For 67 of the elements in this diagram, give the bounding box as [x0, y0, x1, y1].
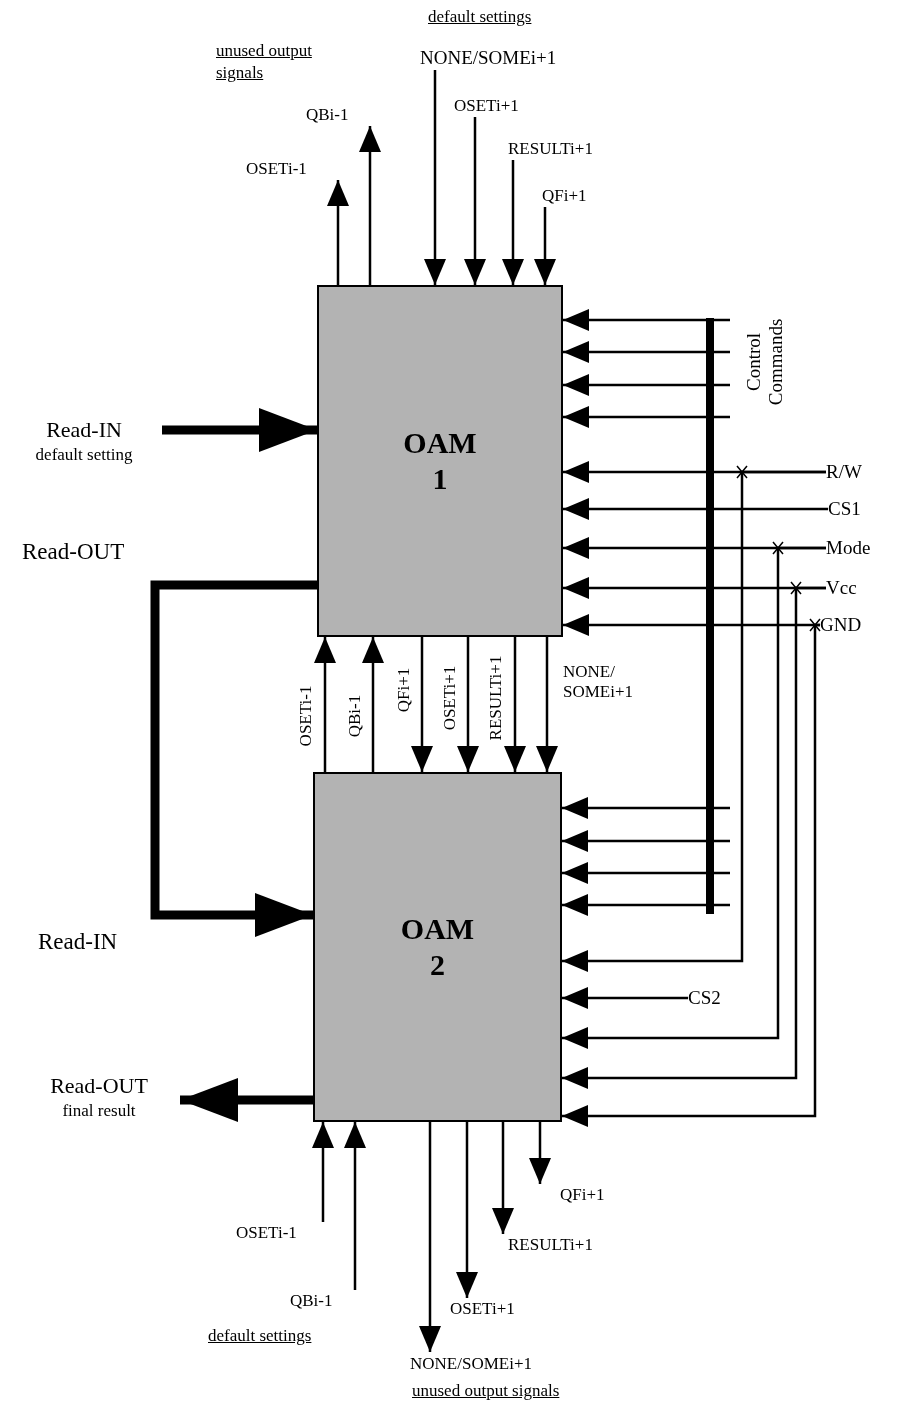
arrow	[419, 1122, 441, 1352]
arrow	[502, 160, 524, 285]
signal-label: OSETi-1	[236, 1222, 314, 1244]
arrow	[562, 470, 826, 972]
port-label: Read-IN	[38, 928, 119, 956]
arrow	[529, 1122, 551, 1184]
signal-label: OSETi+1	[450, 1298, 540, 1320]
arrow	[344, 1122, 366, 1290]
section-heading: unused output signals	[412, 1380, 561, 1402]
arrow	[492, 1122, 514, 1234]
arrow	[562, 623, 821, 1127]
port-label: Read-OUT	[49, 1072, 149, 1100]
arrow	[563, 498, 828, 520]
bus-bar	[706, 318, 714, 914]
arrow	[314, 637, 336, 772]
arrow	[562, 862, 706, 884]
signal-label: CS1	[828, 497, 872, 521]
module-box	[317, 285, 563, 637]
arrow	[536, 637, 558, 772]
signal-label: OSETi+1	[454, 95, 534, 117]
signal-label: QBi-1	[290, 1290, 352, 1312]
port-note: default setting	[34, 444, 134, 466]
arrow	[359, 126, 381, 285]
arrow	[562, 797, 706, 819]
signal-label: QFi+1	[542, 185, 602, 207]
signal-label: CS2	[688, 986, 738, 1010]
signal-label: QBi-1	[306, 104, 364, 126]
port-label: Read-IN	[45, 416, 123, 444]
thick-arrow	[162, 408, 317, 452]
signal-label: Mode	[826, 536, 888, 560]
thick-arrow	[180, 1078, 313, 1122]
module-label: OAM 1	[402, 425, 478, 497]
arrow	[563, 309, 706, 331]
arrow	[504, 637, 526, 772]
arrow	[312, 1122, 334, 1222]
signal-label: Vcc	[826, 576, 870, 600]
arrow	[327, 180, 349, 285]
arrow	[562, 830, 706, 852]
signal-label: R/W	[826, 460, 876, 484]
arrow	[563, 406, 706, 428]
signal-label: NONE/SOMEi+1	[420, 46, 580, 70]
arrow	[457, 637, 479, 772]
arrow	[562, 894, 706, 916]
arrow	[534, 207, 556, 285]
thick-arrow	[150, 580, 317, 937]
arrow	[464, 117, 486, 285]
module-box	[313, 772, 562, 1122]
section-heading: unused output signals	[216, 40, 313, 84]
arrow	[424, 70, 446, 285]
signal-label: GND	[820, 613, 876, 637]
arrow	[411, 637, 433, 772]
signal-label: RESULTi+1	[508, 1234, 638, 1256]
port-label: Read-OUT	[22, 538, 126, 566]
section-heading: default settings	[428, 6, 533, 28]
module-label: OAM 2	[399, 911, 476, 983]
signal-label: RESULTi+1	[508, 138, 618, 160]
arrow	[563, 341, 706, 363]
arrow	[563, 374, 706, 396]
arrow	[562, 987, 688, 1009]
section-heading: default settings	[208, 1325, 313, 1347]
signal-label: OSETi-1	[246, 158, 316, 180]
signal-label: NONE/SOMEi+1	[410, 1352, 590, 1376]
bus-label: Control Commands	[743, 317, 787, 408]
arrow	[362, 637, 384, 772]
arrow	[456, 1122, 478, 1298]
signal-label: QFi+1	[560, 1184, 626, 1206]
port-note: final result	[61, 1100, 137, 1122]
